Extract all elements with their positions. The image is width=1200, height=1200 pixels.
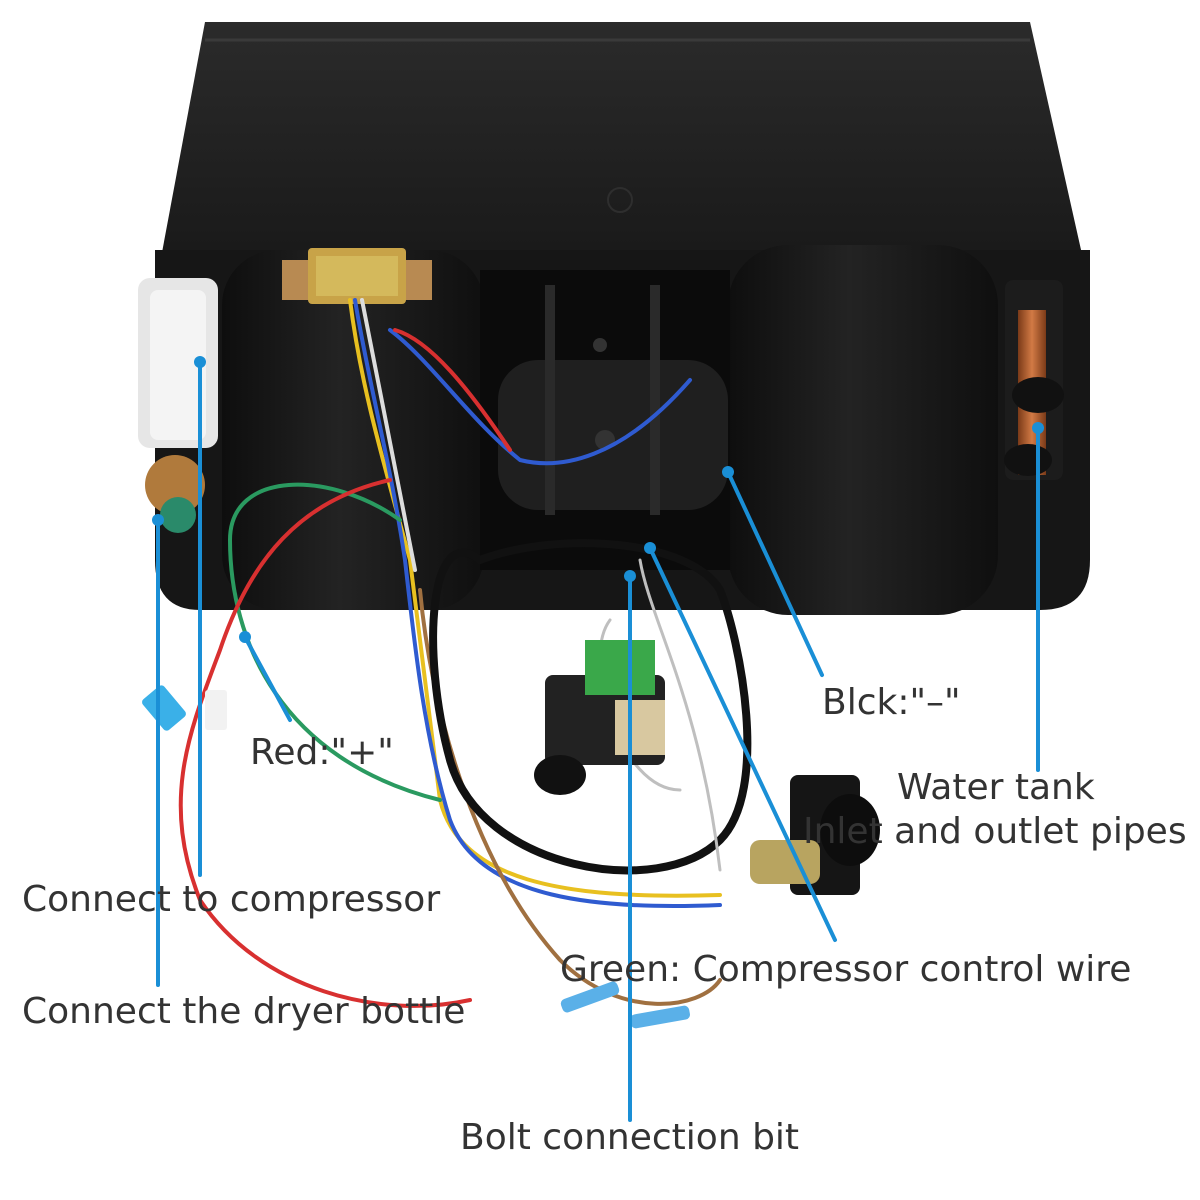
label-connect-compressor: Connect to compressor — [22, 879, 441, 920]
label-bolt-connection: Bolt connection bit — [460, 1117, 800, 1158]
leader-lines — [152, 356, 1044, 1122]
fan-motor — [480, 270, 730, 570]
label-inlet-outlet-pipes: Inlet and outlet pipes — [803, 811, 1187, 852]
terminal-block — [282, 248, 432, 304]
label-green-control-wire: Green: Compressor control wire — [560, 949, 1132, 990]
label-dryer-bottle: Connect the dryer bottle — [22, 991, 466, 1032]
wire-connectors — [142, 685, 690, 1029]
label-black-negative: Blck:"–" — [822, 682, 961, 723]
water-tank-pipes — [1004, 280, 1064, 480]
thermostat-switch — [534, 640, 665, 795]
control-knob — [750, 775, 880, 895]
right-blower-drum — [728, 245, 998, 615]
label-water-tank: Water tank — [897, 767, 1095, 808]
label-red-positive: Red:"+" — [250, 732, 394, 773]
